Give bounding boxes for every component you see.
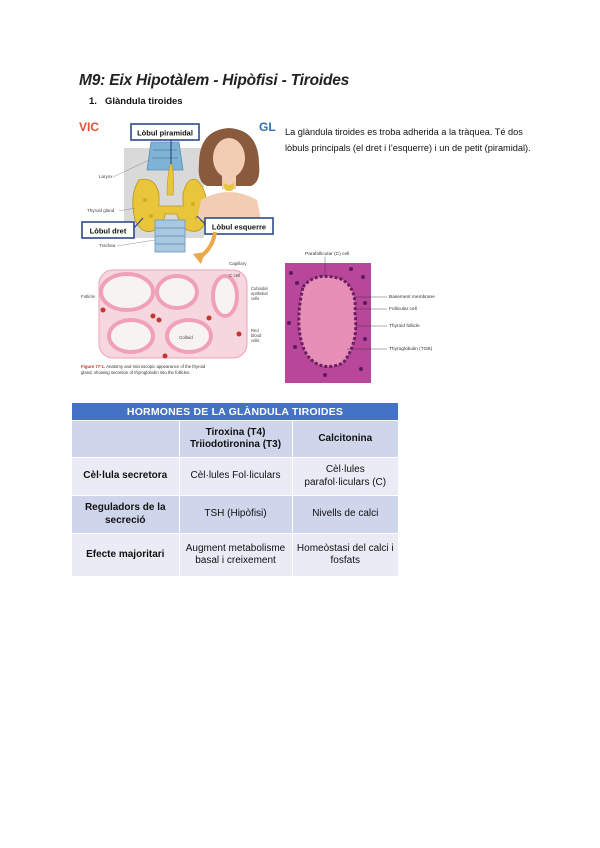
cell-calcitonin: Nivells de calci [291, 495, 399, 534]
cell-calcitonin: Cèl·lules parafol·liculars (C) [291, 457, 399, 496]
label-colloid: Colloid [179, 335, 193, 340]
label-follicle: Follicle [81, 294, 96, 299]
table-row: Reguladors de la secreció TSH (Hipòfisi)… [72, 495, 399, 534]
label-thyroglobulin: Thyroglobulin (TGB) [389, 346, 433, 352]
callout-right-text: Lòbul dret [90, 227, 127, 236]
cell-t4t3: Cèl·lules Fol·liculars [178, 457, 292, 496]
label-basement-membrane: Basement membrane [389, 294, 435, 300]
header-fragment-left: VIC [79, 120, 99, 134]
table-row: Efecte majoritari Augment metabolisme ba… [72, 533, 399, 576]
row-label: Reguladors de la secreció [72, 495, 179, 534]
label-thyroid-follicle: Thyroid follicle [389, 323, 420, 329]
header-cell-empty [72, 420, 179, 458]
label-thyroid-gland: Thyroid gland [87, 208, 115, 213]
table-header-row: Tiroxina (T4) Triiodotironina (T3) Calci… [72, 420, 399, 458]
woman-illustration [197, 128, 261, 220]
label-red: Red [251, 328, 259, 333]
caption-line-2: gland, showing secretion of thyroglobuli… [81, 370, 190, 375]
callout-right [81, 221, 135, 239]
histology-colloid [297, 274, 358, 369]
label-c-cell: C cell [229, 273, 240, 278]
cell-t4t3: TSH (Hipòfisi) [178, 495, 292, 534]
row-label: Cèl·lula secretora [72, 457, 179, 496]
callout-pyramidal-text: Lòbul piramidal [137, 129, 193, 138]
callout-left [204, 217, 274, 235]
table-row: Cèl·lula secretora Cèl·lules Fol·licular… [72, 457, 399, 496]
cell-calcitonin: Homeòstasi del calci i fosfats [291, 533, 399, 576]
label-cuboidal: Cuboidal [251, 286, 268, 291]
callout-pyramidal [130, 123, 200, 141]
label-larynx: Larynx [99, 174, 113, 179]
label-cells: cells [251, 296, 259, 301]
header-cell-t4t3: Tiroxina (T4) Triiodotironina (T3) [178, 420, 292, 458]
section-number: 1. [89, 96, 97, 107]
pyramidal-lobe [166, 160, 174, 196]
hormones-table: HORMONES DE LA GLÀNDULA TIROIDES Tiroxin… [72, 403, 399, 576]
label-follicular-cell: Follicular cell [389, 306, 417, 312]
label-cells-2: cells [251, 338, 259, 343]
intro-paragraph: La glàndula tiroides es troba adherida a… [285, 127, 531, 153]
thyroid-anatomy-figure: VIC GL Larynx Thyroid gland Trachea Lòbu… [79, 120, 276, 375]
section-heading-text: Glàndula tiroides [105, 96, 183, 107]
header-fragment-right: GL [259, 120, 276, 134]
section-heading: 1. Glàndula tiroides [89, 96, 183, 107]
cell-t4t3: Augment metabolisme basal i creixement [178, 533, 292, 576]
table-title: HORMONES DE LA GLÀNDULA TIROIDES [72, 403, 399, 421]
thyroid-gland [132, 178, 208, 232]
label-epithelial: epithelial [251, 291, 268, 296]
thyroid-histology-figure: Parafollicular (C) cell Basement membran… [285, 251, 435, 383]
label-parafollicular: Parafollicular (C) cell [305, 251, 349, 257]
callout-left-text: Lòbul esquerre [212, 223, 266, 232]
caption-bold: Figure 77-1. [81, 364, 105, 369]
page-title: M9: Eix Hipotàlem - Hipòfisi - Tiroides [79, 72, 350, 89]
larynx [146, 141, 184, 171]
label-trachea: Trachea [99, 243, 116, 248]
row-label: Efecte majoritari [72, 533, 179, 576]
header-cell-calcitonin: Calcitonina [291, 420, 399, 458]
follicle-drawing [98, 269, 248, 359]
label-capillary: Capillary [229, 261, 247, 266]
caption-line-1: Anatomy and microscopic appearance of th… [105, 364, 206, 369]
svg-text:Figure 77-1. Anatomy and micro: Figure 77-1. Anatomy and microscopic app… [81, 364, 206, 369]
label-blood: blood [251, 333, 262, 338]
